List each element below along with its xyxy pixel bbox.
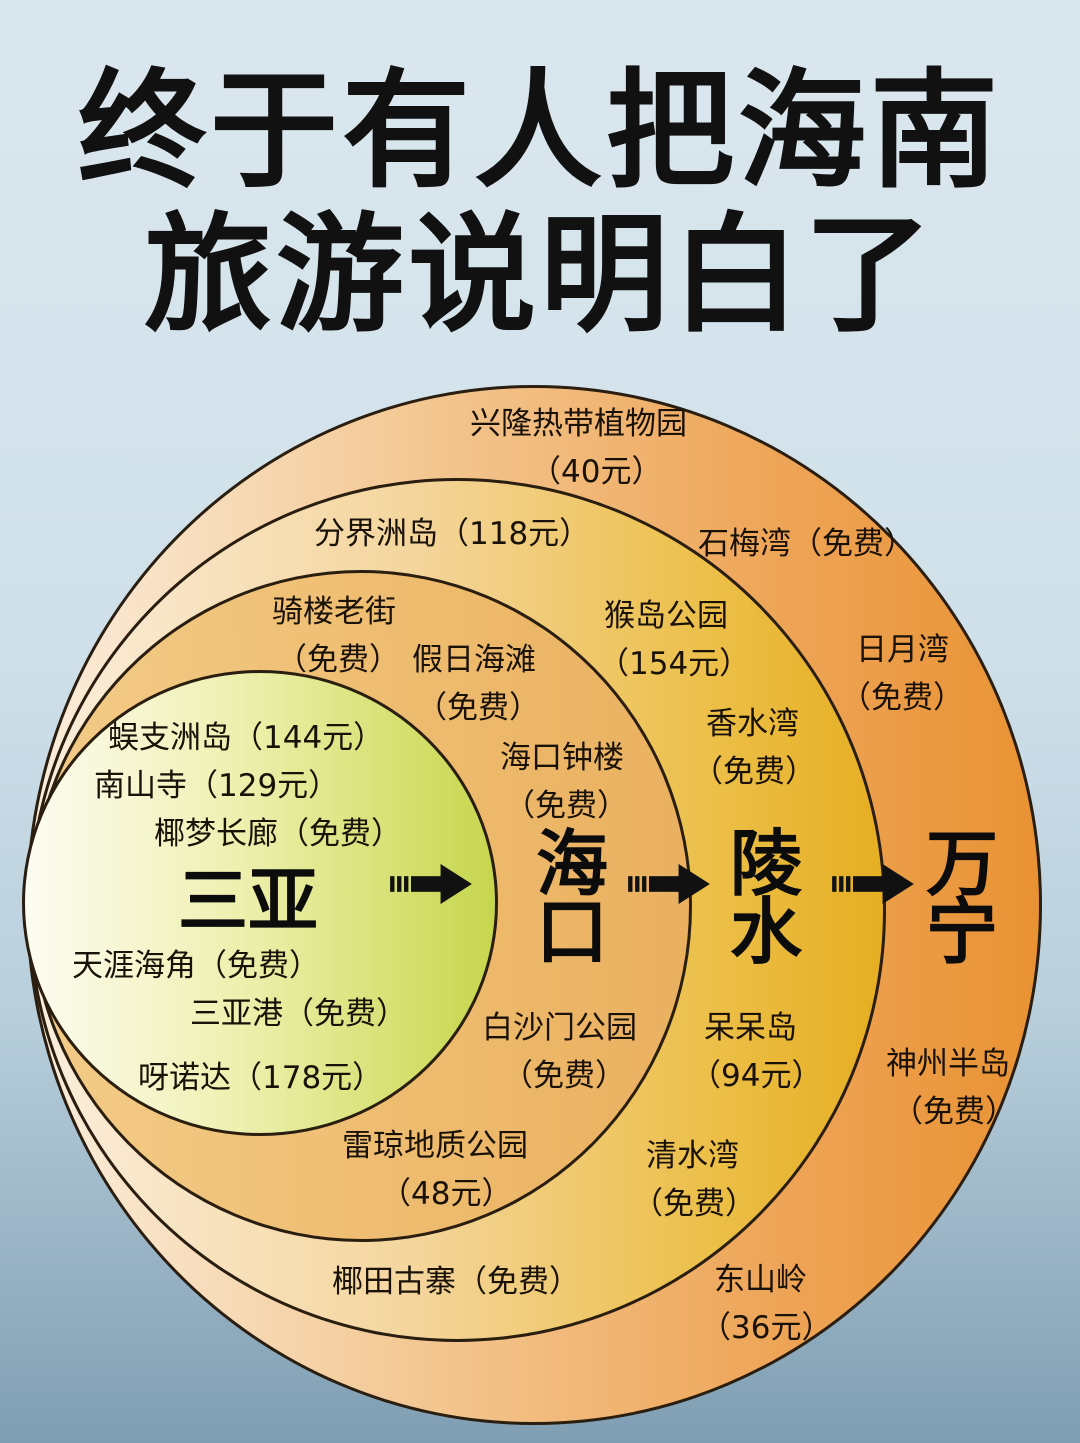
spot-yetiangu: 椰田古寨（免费）: [332, 1264, 580, 1300]
spot-leiqiong: 雷琼地质公园: [342, 1128, 528, 1164]
spot-baishamen-price: （免费）: [502, 1058, 626, 1094]
spot-jiarihaitan-price: （免费）: [416, 690, 540, 726]
spot-shimeiwan: 石梅湾（免费）: [698, 526, 915, 562]
city-haikou-1: 海: [536, 822, 609, 906]
spot-sanyagang: 三亚港（免费）: [190, 996, 407, 1032]
arrow-right-icon: [390, 864, 472, 904]
spot-qingshuiwan-price: （免费）: [632, 1186, 756, 1222]
title-line-1: 终于有人把海南: [77, 57, 1002, 206]
spot-dongshanling-price: （36元）: [700, 1310, 833, 1346]
spot-qilou-price: （免费）: [276, 642, 400, 678]
city-lingshui-1: 陵: [730, 822, 803, 906]
spot-zhonglou: 海口钟楼: [500, 740, 624, 776]
spot-zhonglou-price: （免费）: [504, 788, 628, 824]
spot-dongshanling: 东山岭: [714, 1262, 807, 1298]
spot-daidaidao-price: （94元）: [690, 1058, 823, 1094]
spot-houdao: 猴岛公园: [604, 598, 728, 634]
spot-jiarihaitan: 假日海滩: [412, 642, 536, 678]
title-line-2: 旅游说明白了: [143, 201, 936, 350]
arrow-right-icon: [628, 864, 710, 904]
spot-riyuewan: 日月湾: [856, 632, 949, 668]
spot-yanuoda: 呀诺达（178元）: [138, 1060, 384, 1096]
spot-fenjiezhou: 分界洲岛（118元）: [314, 516, 591, 552]
spot-yemeng: 椰梦长廊（免费）: [154, 816, 402, 852]
city-wanning-2: 宁: [926, 890, 999, 974]
city-haikou-2: 口: [536, 890, 609, 974]
spot-xinglong-price: （40元）: [530, 454, 663, 490]
spot-qilou: 骑楼老街: [272, 594, 396, 630]
spot-baishamen: 白沙门公园: [482, 1010, 637, 1046]
spot-houdao-price: （154元）: [598, 646, 751, 682]
spot-riyuewan-price: （免费）: [840, 680, 964, 716]
city-lingshui-2: 水: [730, 890, 803, 974]
spot-tianya: 天涯海角（免费）: [72, 948, 320, 984]
arrow-right-icon: [832, 864, 914, 904]
spot-leiqiong-price: （48元）: [380, 1176, 513, 1212]
city-wanning-1: 万: [926, 822, 999, 906]
spot-daidaidao: 呆呆岛: [704, 1010, 797, 1046]
sanya-circle: [22, 670, 498, 1136]
city-sanya: 三亚: [178, 860, 318, 942]
spot-xinglong: 兴隆热带植物园: [470, 406, 687, 442]
spot-xiangshuiwan-price: （免费）: [692, 754, 816, 790]
spot-shenzhou-price: （免费）: [892, 1094, 1016, 1130]
spot-qingshuiwan: 清水湾: [646, 1138, 739, 1174]
spot-xiangshuiwan: 香水湾: [706, 706, 799, 742]
spot-wuzhizhou: 蜈支洲岛（144元）: [108, 720, 385, 756]
spot-nanshan: 南山寺（129元）: [94, 768, 340, 804]
spot-shenzhou: 神州半岛: [886, 1046, 1010, 1082]
